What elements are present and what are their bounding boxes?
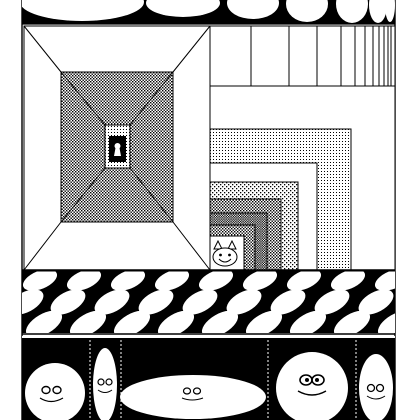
oval-lattice [22,271,395,333]
vertical-stripe-panel [209,25,396,87]
top-ellipse-band [22,0,395,24]
nested-squares [209,85,396,271]
smiling-face-2 [93,348,117,420]
smiling-face-1 [25,363,85,420]
keyhole-icon [109,136,126,162]
smiling-face-5 [359,354,393,420]
smiling-face-3 [120,375,266,419]
smiling-cat-face [212,239,238,267]
smiling-face-4 [276,352,348,420]
bottom-faces-band [22,336,395,420]
